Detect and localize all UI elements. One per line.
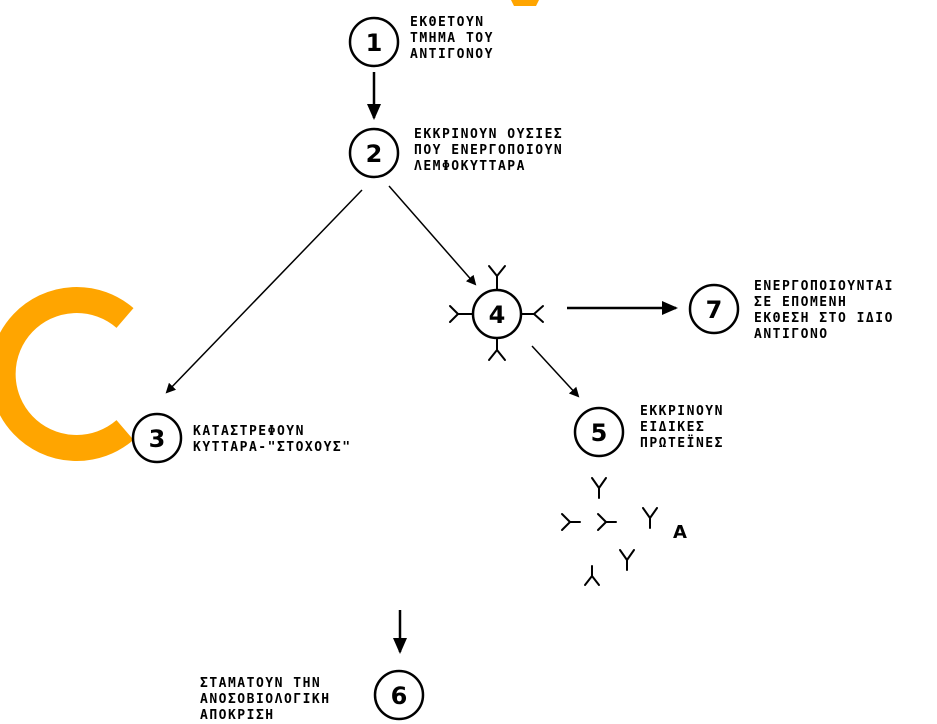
watermark-top-fragment (511, 0, 539, 6)
node-circle-5: 5 (573, 406, 625, 458)
antibody-label: A (673, 522, 687, 543)
arrow-2-to-4 (388, 185, 477, 286)
node-circle-6: 6 (373, 669, 425, 721)
node-circle-1: 1 (348, 16, 400, 68)
arrow-4-to-5 (531, 345, 580, 398)
node-circle-7: 7 (688, 283, 740, 335)
node-circle-4: 4 (471, 288, 523, 340)
node-number-3: 3 (149, 425, 166, 453)
antibody-icons (561, 477, 658, 586)
node-number-1: 1 (366, 29, 383, 57)
arrow-2-to-3 (165, 189, 363, 394)
node-number-6: 6 (391, 682, 408, 710)
node-circle-2: 2 (348, 127, 400, 179)
watermark-c-logo (0, 287, 134, 461)
node-circle-3: 3 (131, 412, 183, 464)
node-number-5: 5 (591, 419, 608, 447)
node-number-7: 7 (706, 296, 723, 324)
node-number-2: 2 (366, 140, 383, 168)
node-number-4: 4 (489, 301, 506, 329)
receptor-icons (449, 265, 544, 361)
